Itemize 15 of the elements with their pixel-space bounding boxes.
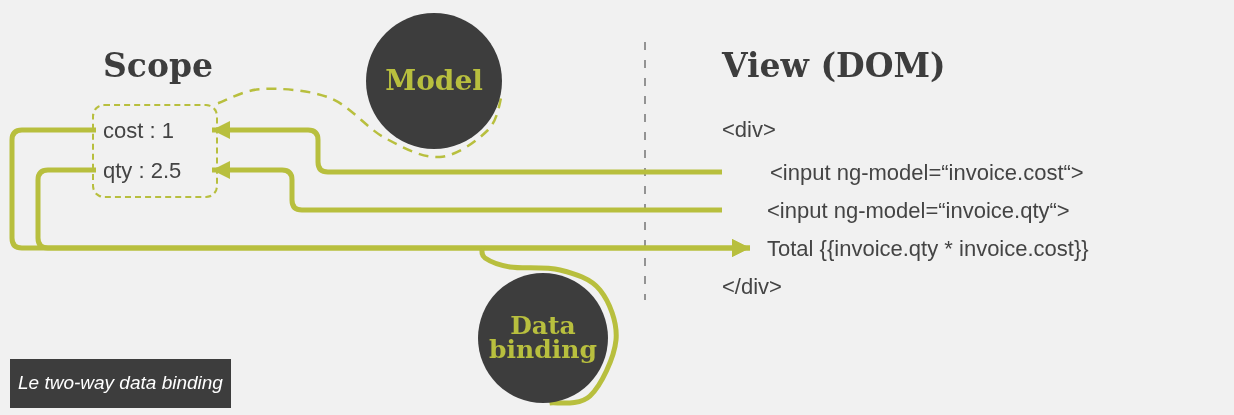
connector-arrow [212, 161, 722, 213]
code-line: <div> [722, 116, 776, 144]
code-line: </div> [722, 273, 782, 301]
scope-property: cost : 1 [96, 116, 212, 144]
dashed-connector [217, 87, 504, 159]
scope-heading: Scope [103, 45, 213, 87]
code-line: Total {{invoice.qty * invoice.cost}} [750, 234, 1230, 262]
curved-line [479, 247, 619, 406]
code-line: <input ng-model=“invoice.qty“> [722, 196, 1222, 224]
view-heading: View (DOM) [722, 45, 946, 87]
code-line: <input ng-model=“invoice.cost“> [722, 158, 1222, 186]
connector-arrow [212, 121, 722, 175]
scope-property: qty : 2.5 [96, 156, 212, 184]
caption: Le two-way data binding [10, 359, 231, 408]
connector-arrow [35, 167, 750, 257]
